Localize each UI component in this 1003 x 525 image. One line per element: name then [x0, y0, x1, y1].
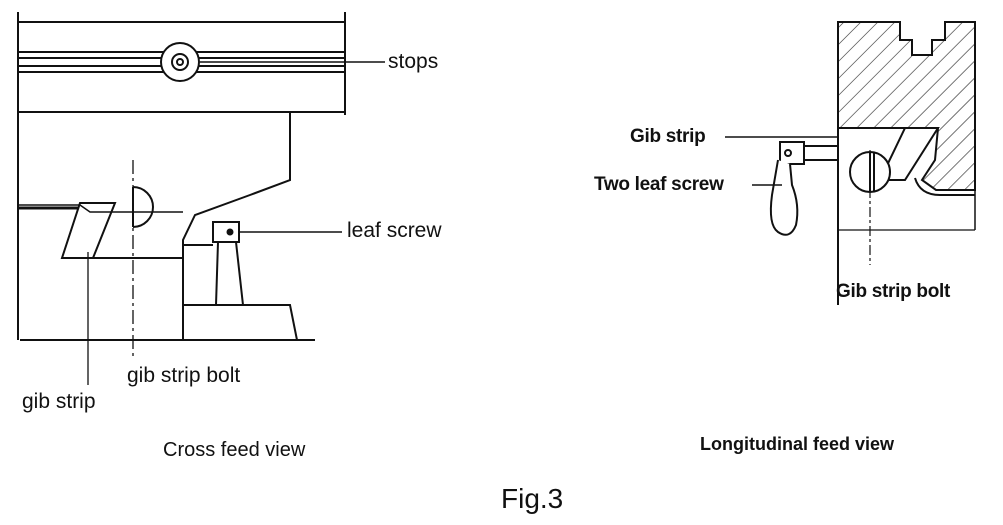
cross-feed-view-drawing: [17, 12, 385, 385]
gib-strip-label: gib strip: [22, 390, 96, 413]
longitudinal-feed-view-drawing: [725, 21, 976, 305]
cross-feed-caption: Cross feed view: [163, 439, 306, 461]
stops-label: stops: [388, 50, 439, 73]
leaf-screw-label: leaf screw: [347, 219, 442, 242]
two-leaf-screw-label: Two leaf screw: [594, 174, 724, 195]
gib-strip-bolt-label-right: Gib strip bolt: [836, 281, 951, 302]
longitudinal-feed-caption: Longitudinal feed view: [700, 434, 895, 454]
figure-title: Fig.3: [501, 483, 564, 514]
gib-strip-bolt-label: gib strip bolt: [127, 364, 241, 387]
gib-strip-label-right: Gib strip: [630, 126, 706, 147]
